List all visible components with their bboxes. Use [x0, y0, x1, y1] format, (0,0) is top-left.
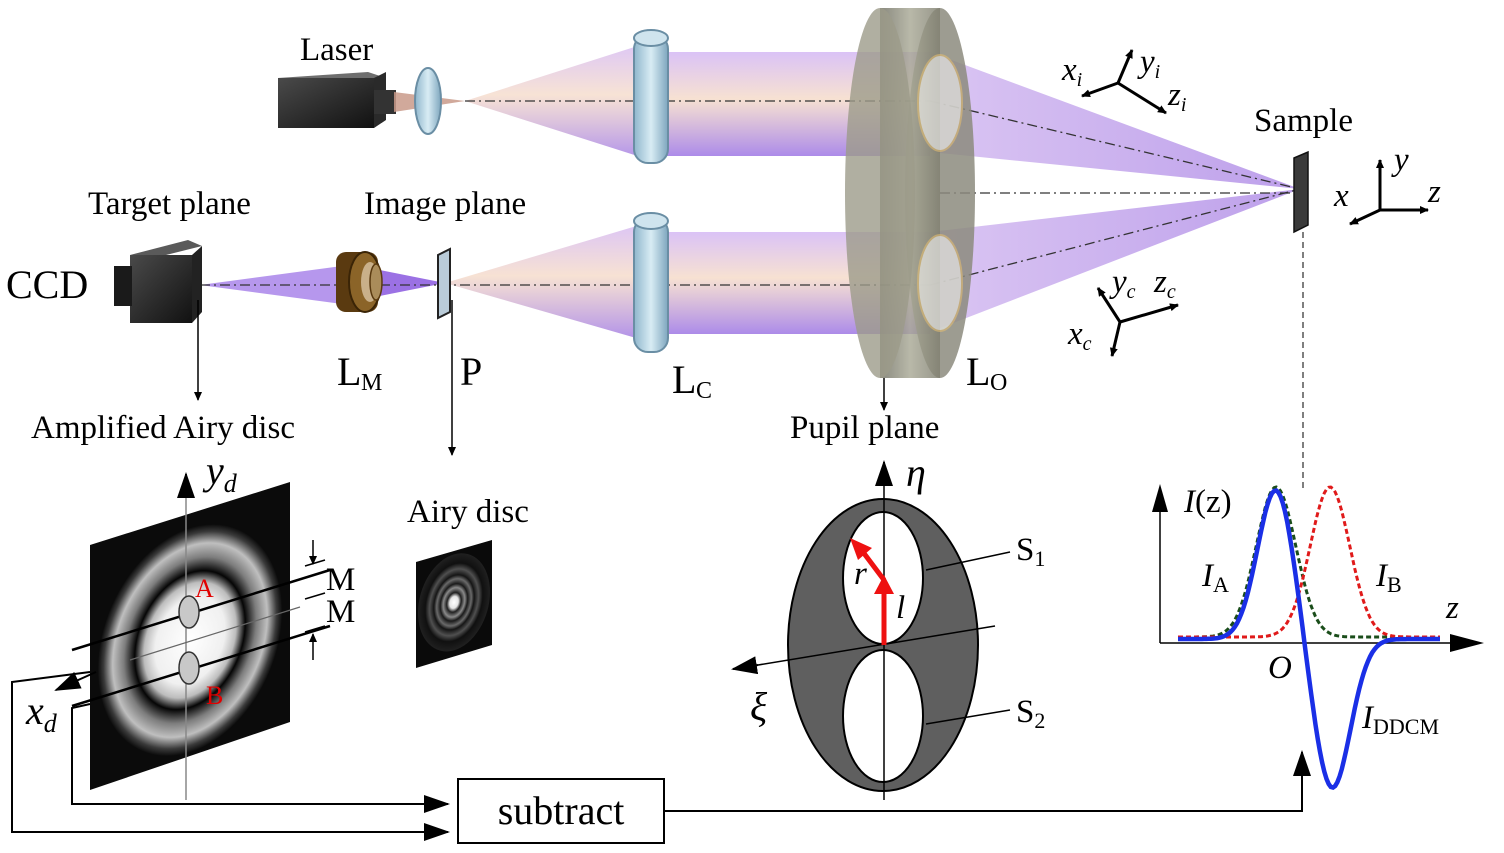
- svg-text:IA: IA: [1201, 558, 1229, 597]
- ccd-cone: [200, 266, 342, 304]
- svg-text:zi: zi: [1167, 77, 1186, 116]
- subtract-label: subtract: [498, 788, 625, 833]
- svg-text:z: z: [1427, 174, 1441, 210]
- amplified-airy-disc-panel: A B M M yd xd: [25, 448, 355, 800]
- svg-text:O: O: [1268, 650, 1292, 686]
- illumination-coordinate-axes: xi yi zi: [1061, 44, 1186, 116]
- collimating-lens-upper: [633, 29, 669, 164]
- svg-text:xd: xd: [25, 688, 58, 738]
- pupil-diagram: r l S1 S2 η ξ: [731, 450, 1045, 800]
- pupil-aperture-s2: [842, 649, 924, 783]
- svg-text:S2: S2: [1016, 694, 1045, 733]
- svg-text:I(z): I(z): [1183, 484, 1232, 520]
- focusing-cone-lower: [930, 189, 1300, 332]
- svg-text:x: x: [1333, 178, 1349, 214]
- objective-lens: [845, 8, 975, 378]
- svg-text:zc: zc: [1153, 264, 1176, 303]
- svg-text:M: M: [326, 594, 355, 630]
- curve-ia: [1178, 485, 1440, 639]
- svg-text:yc: yc: [1109, 264, 1136, 303]
- ccd-camera: [114, 240, 202, 323]
- svg-text:S1: S1: [1016, 532, 1045, 571]
- target-plane-label: Target plane: [88, 186, 251, 222]
- lm-label: L M: [337, 349, 382, 396]
- collection-coordinate-axes: yc zc xc: [1067, 264, 1179, 357]
- ccd-label: CCD: [6, 262, 88, 307]
- magnifying-lens: [336, 251, 383, 313]
- airy-disc-image: [416, 540, 492, 668]
- svg-text:ξ: ξ: [750, 684, 768, 729]
- curve-iddcm: [1178, 488, 1440, 790]
- laser-source: [278, 72, 396, 128]
- svg-text:yd: yd: [202, 448, 238, 498]
- svg-text:xc: xc: [1067, 316, 1092, 355]
- svg-text:z: z: [1445, 590, 1459, 626]
- pinhole-plate: [437, 247, 451, 320]
- svg-text:xi: xi: [1061, 52, 1082, 91]
- svg-text:r: r: [854, 556, 867, 592]
- sample-coordinate-axes: y z x: [1333, 142, 1441, 226]
- svg-text:M: M: [361, 370, 382, 396]
- svg-text:IDDCM: IDDCM: [1361, 700, 1439, 739]
- laser-label: Laser: [300, 32, 373, 68]
- svg-text:M: M: [326, 562, 355, 598]
- relay-cone: [380, 270, 445, 296]
- image-plane-label: Image plane: [364, 186, 526, 222]
- sample-label: Sample: [1254, 103, 1353, 139]
- pupil-plane-label: Pupil plane: [790, 410, 939, 446]
- svg-text:L: L: [966, 349, 990, 394]
- svg-text:l: l: [896, 590, 905, 626]
- collimating-lens-lower: [633, 212, 669, 353]
- svg-text:C: C: [696, 378, 712, 404]
- expanding-cone: [465, 42, 650, 160]
- svg-text:L: L: [337, 349, 361, 394]
- signal-plot: I(z) z O IA IB IDDCM: [1152, 484, 1484, 790]
- subtract-flow: subtract: [11, 671, 1311, 844]
- converging-cone: [445, 222, 650, 342]
- detector-point-a: [178, 595, 200, 629]
- svg-text:IB: IB: [1375, 558, 1402, 597]
- subtract-box: [457, 778, 665, 844]
- airy-disc-label: Airy disc: [407, 494, 529, 530]
- svg-text:B: B: [206, 681, 223, 710]
- lo-label: L O: [966, 349, 1007, 396]
- svg-text:η: η: [906, 450, 926, 495]
- lc-label: L C: [672, 357, 712, 404]
- focusing-cone-upper: [930, 52, 1300, 189]
- sample-slide: [1293, 150, 1309, 490]
- objective-aperture-upper: [917, 54, 963, 152]
- amplified-airy-disc-label: Amplified Airy disc: [31, 410, 295, 446]
- expander-lens: [414, 67, 442, 135]
- svg-text:O: O: [990, 370, 1007, 396]
- svg-text:yi: yi: [1137, 44, 1160, 83]
- detector-point-b: [178, 651, 200, 685]
- svg-text:L: L: [672, 357, 696, 402]
- svg-text:y: y: [1391, 142, 1409, 178]
- p-label: P: [460, 349, 482, 394]
- objective-aperture-lower: [917, 234, 963, 332]
- svg-text:A: A: [195, 574, 214, 603]
